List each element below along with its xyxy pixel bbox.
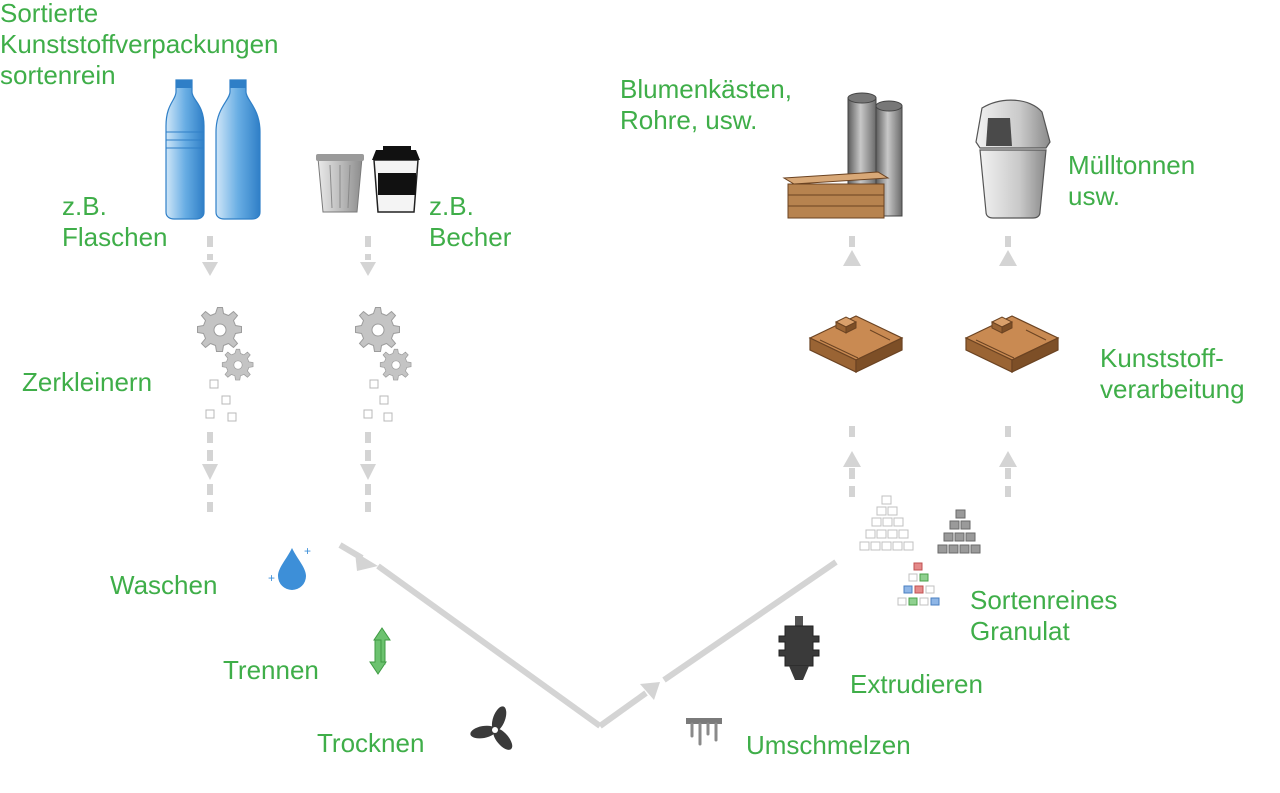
label-sorted-packaging: Sortierte Kunststoffverpackungen sortenr… — [0, 0, 278, 91]
water-drop-icon: + + — [268, 544, 311, 590]
label-shred: Zerkleinern — [22, 367, 153, 397]
label-cups-line2: Becher — [429, 222, 512, 252]
gears-icon — [197, 307, 412, 381]
svg-text:+: + — [268, 571, 275, 585]
fan-icon — [470, 706, 513, 750]
label-separate: Trennen — [223, 655, 319, 685]
label-granulate: Sortenreines Granulat — [970, 585, 1117, 647]
label-cups-line1: z.B. — [429, 191, 474, 221]
svg-text:+: + — [304, 544, 311, 558]
label-granulate-line1: Sortenreines — [970, 585, 1118, 615]
label-bottles-line1: z.B. — [62, 191, 107, 221]
label-cups: z.B. Becher — [429, 191, 511, 253]
processing-machine-icon — [809, 315, 1059, 373]
label-bins: Mülltonnen usw. — [1068, 150, 1195, 212]
label-flowerboxes-line1: Blumenkästen, — [620, 74, 792, 104]
pipes-boards-icon — [782, 92, 903, 219]
label-sorted-line1: Sortierte — [0, 0, 99, 28]
label-remelt: Umschmelzen — [746, 730, 911, 760]
label-bottles-line2: Flaschen — [62, 222, 168, 252]
flakes-icon — [205, 379, 393, 422]
up-down-arrows-icon — [369, 627, 391, 675]
label-extrude: Extrudieren — [850, 669, 983, 699]
trash-bin-icon — [975, 99, 1051, 219]
label-bins-line1: Mülltonnen — [1068, 150, 1196, 180]
extruder-icon — [778, 616, 820, 680]
arrow-heads — [202, 250, 1017, 700]
label-bottles: z.B. Flaschen — [62, 191, 168, 253]
melting-icon — [686, 718, 722, 746]
label-flowerboxes-line2: Rohre, usw. — [620, 105, 758, 135]
label-processing-line2: verarbeitung — [1100, 374, 1245, 404]
label-bins-line2: usw. — [1068, 181, 1121, 211]
label-sorted-line3: sortenrein — [0, 60, 116, 90]
label-flowerboxes: Blumenkästen, Rohre, usw. — [620, 74, 792, 136]
label-dry: Trocknen — [317, 728, 425, 758]
label-wash: Waschen — [110, 570, 218, 600]
plastic-bottles-icon — [165, 79, 261, 220]
label-processing-line1: Kunststoff- — [1100, 343, 1224, 373]
cups-icon — [316, 146, 420, 213]
label-sorted-line2: Kunststoffverpackungen — [0, 29, 279, 59]
label-granulate-line2: Granulat — [970, 616, 1070, 646]
label-processing: Kunststoff- verarbeitung — [1100, 343, 1245, 405]
granulate-icon — [859, 495, 981, 606]
flow-arrows — [207, 236, 1011, 729]
